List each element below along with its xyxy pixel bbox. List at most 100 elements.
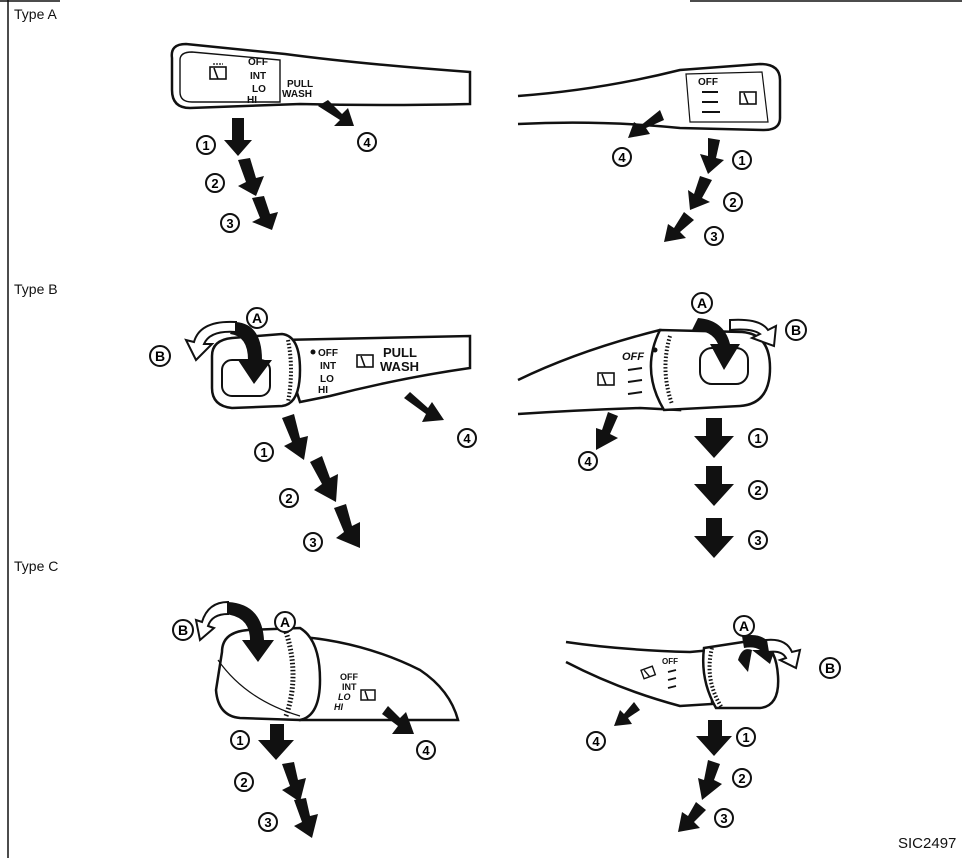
svg-text:2: 2 xyxy=(754,483,761,498)
svg-text:4: 4 xyxy=(463,431,471,446)
type-b-step-1-left: 1 xyxy=(255,443,273,461)
type-b-right-letter-a: A xyxy=(692,293,712,313)
type-c-left-lo: LO xyxy=(338,692,351,702)
type-c-right-arrow-3 xyxy=(678,802,706,832)
type-a-left-arrow-2 xyxy=(238,158,264,196)
svg-text:A: A xyxy=(280,614,290,630)
svg-text:3: 3 xyxy=(710,229,717,244)
type-c-step-3-right: 3 xyxy=(715,809,733,827)
svg-text:3: 3 xyxy=(720,811,727,826)
type-c-left-rotate-b-arrow xyxy=(196,602,228,640)
type-a-left-arrow-3 xyxy=(252,196,278,230)
type-c-left-hi: HI xyxy=(334,702,343,712)
type-a-step-3-left: 3 xyxy=(221,214,239,232)
type-b-left-lo: LO xyxy=(320,374,334,385)
type-c-right-arrow-2 xyxy=(698,760,722,800)
type-b-right-arrow-4 xyxy=(596,412,618,450)
svg-text:B: B xyxy=(825,660,835,676)
type-a-right-off: OFF xyxy=(698,77,718,88)
type-a-step-2-right: 2 xyxy=(724,193,742,211)
svg-text:2: 2 xyxy=(738,771,745,786)
type-b-left-arrow-2 xyxy=(310,456,338,502)
type-b-step-4-right: 4 xyxy=(579,452,597,470)
svg-text:2: 2 xyxy=(729,195,736,210)
svg-text:1: 1 xyxy=(754,431,761,446)
type-a-right-arrow-2 xyxy=(688,176,712,210)
type-a-step-3-right: 3 xyxy=(705,227,723,245)
type-b-left-arrow-1 xyxy=(282,414,308,460)
type-b-left-letter-b: B xyxy=(150,346,170,366)
type-c-left-arrow-2 xyxy=(282,762,306,802)
svg-text:4: 4 xyxy=(592,734,600,749)
svg-text:B: B xyxy=(791,322,801,338)
type-c-left-letter-a: A xyxy=(275,612,295,632)
type-b-right-arrow-3 xyxy=(694,518,734,558)
type-b-right-arrow-1 xyxy=(694,418,734,458)
type-a-right-arrow-3 xyxy=(664,212,694,242)
type-b-right-off: OFF xyxy=(622,351,644,363)
type-b-step-2-left: 2 xyxy=(280,489,298,507)
type-c-step-1-left: 1 xyxy=(231,731,249,749)
type-a-step-2-left: 2 xyxy=(206,174,224,192)
type-c-step-3-left: 3 xyxy=(259,813,277,831)
svg-text:4: 4 xyxy=(618,150,626,165)
type-c-left-arrow-3 xyxy=(294,798,318,838)
type-a-step-4-left: 4 xyxy=(358,133,376,151)
type-c-left-arrow-1 xyxy=(258,724,294,760)
svg-text:2: 2 xyxy=(240,775,247,790)
type-c-right-arrow-1 xyxy=(696,720,732,756)
type-c-step-2-left: 2 xyxy=(235,773,253,791)
svg-text:1: 1 xyxy=(260,445,267,460)
type-a-left-int: INT xyxy=(250,71,266,82)
svg-text:4: 4 xyxy=(584,454,592,469)
type-a-step-1-right: 1 xyxy=(733,151,751,169)
type-c-left-off: OFF xyxy=(340,672,358,682)
type-c-right-arrow-4 xyxy=(614,702,640,726)
type-b-step-3-right: 3 xyxy=(749,531,767,549)
type-a-left-off: OFF xyxy=(248,57,268,68)
svg-text:A: A xyxy=(252,310,262,326)
type-c-right-letter-a: A xyxy=(734,616,754,636)
svg-text:1: 1 xyxy=(738,153,745,168)
svg-text:3: 3 xyxy=(309,535,316,550)
type-b-left-int: INT xyxy=(320,361,336,372)
type-c-left-letter-b: B xyxy=(173,620,193,640)
type-a-left-hi: HI xyxy=(247,95,257,106)
svg-text:1: 1 xyxy=(202,138,209,153)
svg-text:A: A xyxy=(697,295,707,311)
type-b-step-3-left: 3 xyxy=(304,533,322,551)
type-b-step-4-left: 4 xyxy=(458,429,476,447)
type-b-left-arrow-3 xyxy=(334,504,360,548)
svg-text:B: B xyxy=(155,348,165,364)
svg-text:3: 3 xyxy=(754,533,761,548)
type-b-left-wash: WASH xyxy=(380,359,419,374)
type-b-left-pull: PULL xyxy=(383,345,417,360)
type-c-left-int: INT xyxy=(342,682,357,692)
type-a-left-lo: LO xyxy=(252,84,266,95)
svg-text:2: 2 xyxy=(285,491,292,506)
type-c-right-letter-b: B xyxy=(820,658,840,678)
svg-text:A: A xyxy=(739,618,749,634)
type-b-step-2-right: 2 xyxy=(749,481,767,499)
svg-text:3: 3 xyxy=(264,815,271,830)
svg-text:1: 1 xyxy=(742,730,749,745)
svg-text:4: 4 xyxy=(422,743,430,758)
type-a-right-arrow-1 xyxy=(700,138,724,174)
type-c-step-1-right: 1 xyxy=(737,728,755,746)
type-b-left-arrow-4 xyxy=(404,392,444,422)
svg-text:B: B xyxy=(178,622,188,638)
type-b-left-letter-a: A xyxy=(247,308,267,328)
svg-text:3: 3 xyxy=(226,216,233,231)
svg-text:1: 1 xyxy=(236,733,243,748)
svg-text:4: 4 xyxy=(363,135,371,150)
type-c-step-2-right: 2 xyxy=(733,769,751,787)
type-b-left-hi: HI xyxy=(318,385,328,396)
type-b-step-1-right: 1 xyxy=(749,429,767,447)
type-c-step-4-right: 4 xyxy=(587,732,605,750)
type-a-step-1-left: 1 xyxy=(197,136,215,154)
type-b-right-letter-b: B xyxy=(786,320,806,340)
type-a-left-wash: WASH xyxy=(282,89,312,100)
type-b-right-arrow-2 xyxy=(694,466,734,506)
